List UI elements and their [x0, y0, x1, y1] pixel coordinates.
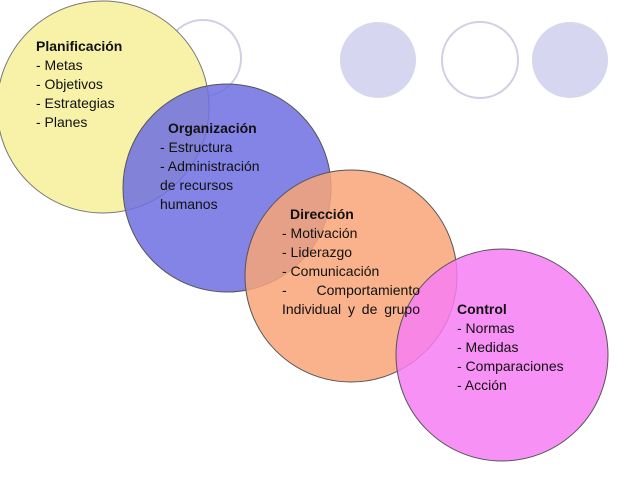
- organizacion-item: de recursos: [160, 177, 234, 193]
- control-item: - Comparaciones: [457, 358, 564, 374]
- direccion-block: Dirección - Motivación - Liderazgo - Com…: [282, 205, 420, 319]
- organizacion-item: - Administración: [160, 158, 260, 174]
- decorative-circle: [441, 21, 519, 99]
- direccion-title: Dirección: [290, 206, 354, 222]
- planificacion-block: Planificación - Metas - Objetivos - Estr…: [36, 37, 122, 132]
- control-title: Control: [457, 301, 507, 317]
- planificacion-item: - Objetivos: [36, 76, 103, 92]
- planificacion-item: - Planes: [36, 114, 88, 130]
- planificacion-item: - Estrategias: [36, 95, 115, 111]
- decorative-circle: [340, 22, 416, 98]
- organizacion-title: Organización: [168, 120, 257, 136]
- direccion-item: - Comunicación: [282, 263, 380, 279]
- direccion-item: - Motivación: [282, 225, 358, 241]
- direccion-item: - Comportamiento Individual y de grupo: [282, 282, 420, 317]
- control-item: - Medidas: [457, 339, 519, 355]
- direccion-item: - Liderazgo: [282, 244, 353, 260]
- organizacion-block: Organización - Estructura - Administraci…: [160, 119, 260, 214]
- control-circle: [395, 248, 609, 462]
- planificacion-item: - Metas: [36, 57, 83, 73]
- control-item: - Normas: [457, 320, 515, 336]
- decorative-circle: [532, 22, 608, 98]
- organizacion-item: - Estructura: [160, 139, 233, 155]
- organizacion-item: humanos: [160, 196, 218, 212]
- control-block: Control - Normas - Medidas - Comparacion…: [457, 300, 564, 395]
- planificacion-title: Planificación: [36, 38, 123, 54]
- control-item: - Acción: [457, 377, 507, 393]
